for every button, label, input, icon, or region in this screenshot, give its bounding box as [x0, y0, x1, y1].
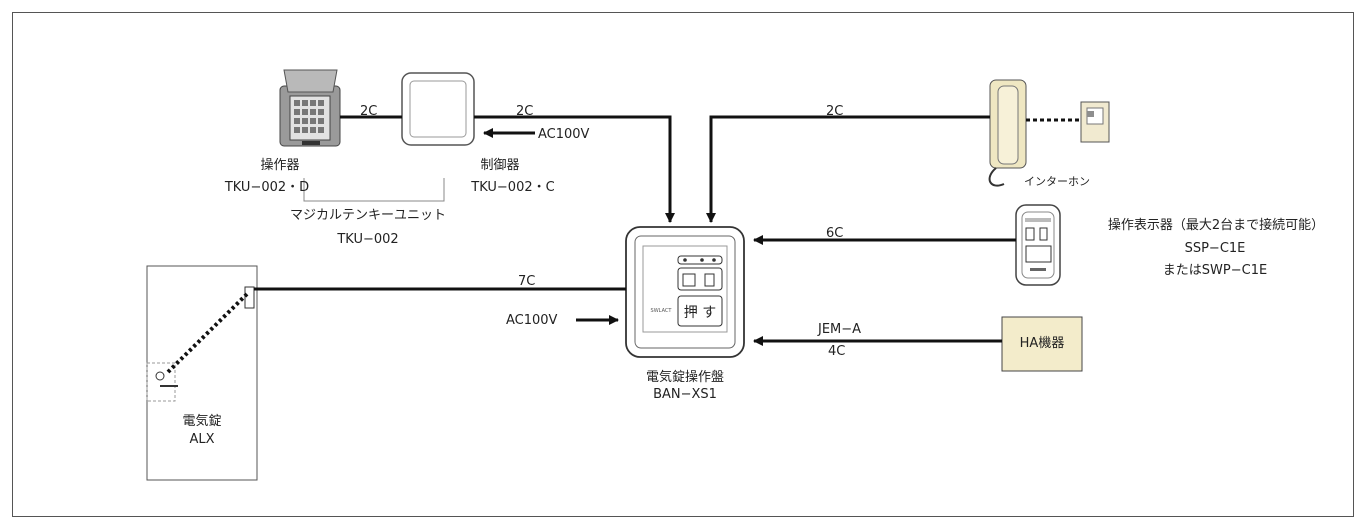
- operator-model: TKU−002・D: [224, 180, 310, 195]
- operator-name: 操作器: [260, 158, 300, 173]
- panel-button-text: 押 す: [684, 305, 716, 321]
- controller-name: 制御器: [480, 158, 520, 173]
- panel-small-text: SWLACT: [651, 308, 673, 314]
- intercom-handset-icon: [988, 79, 1027, 187]
- ha-name: HA機器: [1019, 336, 1065, 351]
- wire-label-ha-type: JEM−A: [818, 322, 862, 337]
- panel-name: 電気錠操作盤: [645, 370, 724, 385]
- unit-model: TKU−002: [337, 232, 399, 247]
- unit-name: マジカルテンキーユニット: [289, 208, 446, 223]
- intercom-name: インターホン: [1024, 175, 1090, 188]
- controller-box: [401, 72, 475, 146]
- wire-label-display-panel: 6C: [826, 226, 844, 241]
- electric-lock-control-panel: 押 す SWLACT: [625, 226, 745, 358]
- wire-label-lock-panel: 7C: [518, 274, 536, 289]
- wire-label-op-ctrl: 2C: [360, 104, 378, 119]
- wire-label-intercom-panel: 2C: [826, 104, 844, 119]
- lock-model: ALX: [189, 432, 215, 447]
- unit-bracket: [303, 178, 445, 202]
- door-with-electric-lock: [146, 265, 258, 481]
- operator-keypad-icon: [279, 69, 341, 147]
- panel-model: BAN−XS1: [653, 387, 717, 402]
- ac-label-panel: AC100V: [506, 313, 558, 328]
- lock-name: 電気錠: [182, 414, 222, 429]
- display-model-1: SSP−C1E: [1184, 241, 1246, 256]
- wire-controller-panel: [474, 115, 675, 223]
- ha-device-box: [1001, 316, 1083, 372]
- wire-label-ctrl-panel: 2C: [516, 104, 534, 119]
- ac-label-controller: AC100V: [538, 127, 590, 142]
- display-name: 操作表示器（最大2台まで接続可能）: [1107, 218, 1325, 233]
- intercom-door-station-icon: [1080, 101, 1110, 143]
- wires: [254, 115, 1081, 346]
- operation-display-unit: [1015, 204, 1061, 286]
- wire-label-ha-panel: 4C: [828, 344, 846, 359]
- controller-model: TKU−002・C: [471, 180, 555, 195]
- display-model-2: またはSWP−C1E: [1162, 263, 1268, 278]
- wire-intercom-panel: [706, 115, 990, 223]
